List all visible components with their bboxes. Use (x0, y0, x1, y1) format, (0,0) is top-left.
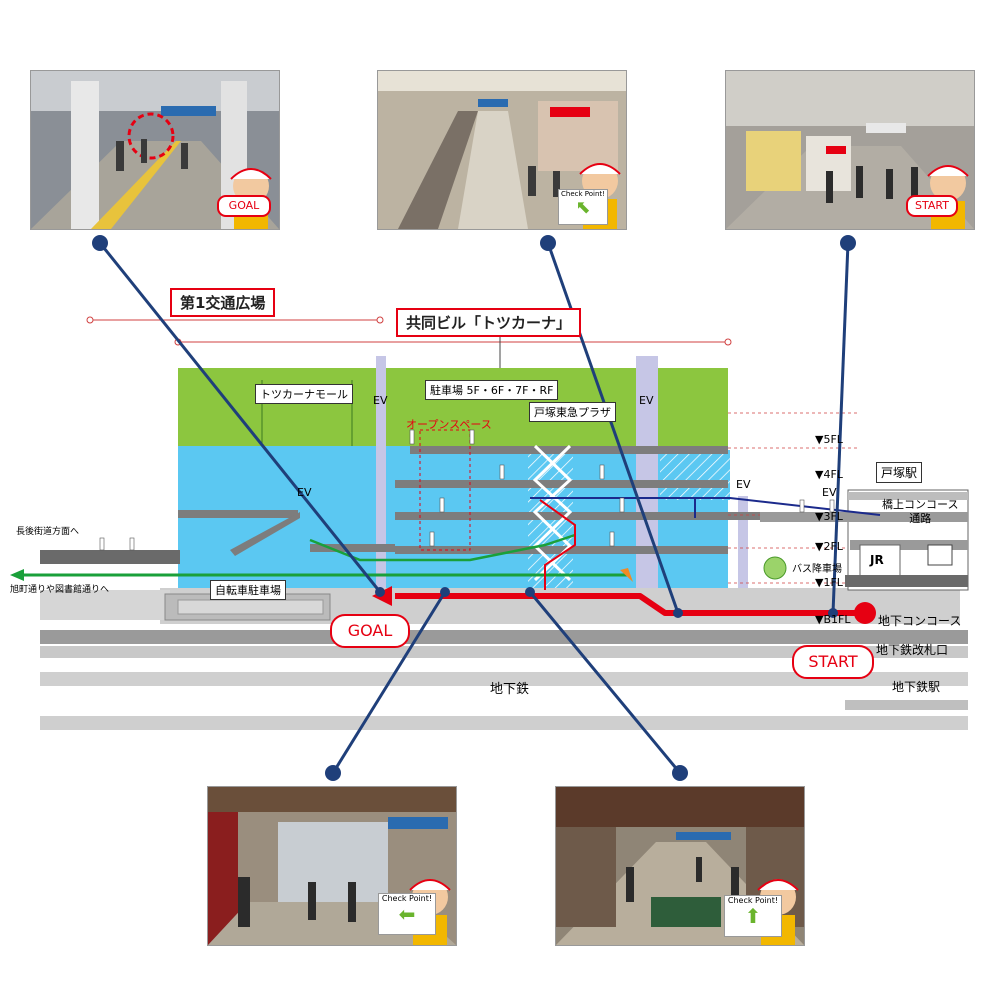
station-label: 戸塚駅 (876, 462, 923, 483)
parking-label: 駐車場 5F・6F・7F・RF (425, 380, 559, 400)
bicycle-label: 自転車駐車場 (210, 580, 286, 600)
checkpoint-badge-top: Check Point! ⬉ (558, 189, 608, 225)
start-badge: START (906, 195, 958, 217)
left-lower-label: 旭町通りや図書館通りへ (10, 585, 110, 595)
mall-label: トツカーナモール (255, 384, 353, 404)
floor-2fl: ▼2FL (815, 540, 843, 553)
arrow-up-left-icon: ⬉ (575, 197, 591, 218)
floor-1fl: ▼1FL (815, 576, 843, 589)
photo-connector-lines (98, 242, 850, 774)
photo-start-gate: START (725, 70, 975, 230)
goal-badge: GOAL (217, 195, 271, 217)
plaza-store-label: 戸塚東急プラザ (529, 402, 616, 422)
ev-shaft-1 (376, 356, 386, 596)
floor-b1fl: ▼B1FL (815, 613, 851, 626)
plaza-label: 第1交通広場 (170, 288, 276, 317)
open-space-outline (419, 429, 471, 551)
open-space-label: オープンスペース (406, 418, 492, 431)
b1-concourse-slab (40, 630, 968, 644)
ev-label-5: EV (822, 486, 837, 499)
start-label: START (792, 645, 874, 679)
subway-station-label: 地下鉄駅 (892, 680, 941, 694)
bus-label: バス降車場 (792, 564, 842, 575)
goal-label: GOAL (330, 614, 410, 648)
checkpoint-badge-bottom-left: Check Point! ⬅ (378, 893, 436, 935)
arrow-left-icon: ⬅ (398, 902, 416, 926)
ev-label-1: EV (373, 394, 388, 407)
floor-3fl: ▼3FL (815, 510, 843, 523)
ev-shaft-3 (738, 496, 748, 596)
floor-5fl: ▼5FL (815, 433, 843, 446)
ev-shaft-2 (636, 356, 658, 596)
left-upper-road (40, 550, 180, 564)
building-label: 共同ビル「トツカーナ」 (396, 308, 582, 337)
photo-escalator-checkpoint: Check Point! ⬉ (377, 70, 627, 230)
bridge-concourse-label: 橋上コンコース 通路 (882, 498, 959, 525)
photo-underground-mall-checkpoint: Check Point! ⬆ (555, 786, 805, 946)
floor-slabs (178, 446, 845, 554)
checkpoint-badge-bottom-right: Check Point! ⬆ (724, 895, 782, 937)
photo-b1-entrance-checkpoint: Check Point! ⬅ (207, 786, 457, 946)
subway-label: 地下鉄 (490, 682, 530, 697)
jr-label: JR (870, 553, 884, 567)
ev-label-3: EV (297, 486, 312, 499)
central-staircase (532, 444, 573, 582)
red-main-route (395, 593, 862, 616)
hatch-ev-right (660, 450, 730, 500)
ev-label-2: EV (639, 394, 654, 407)
underground-concourse-label: 地下コンコース (878, 614, 962, 628)
floor-4fl: ▼4FL (815, 468, 843, 481)
arrow-up-icon: ⬆ (744, 904, 762, 928)
start-dot (854, 602, 876, 624)
bus-stop-icon (763, 556, 787, 580)
left-upper-label: 長後街道方面へ (16, 527, 80, 537)
left-ground (40, 590, 170, 620)
subway-gate-label: 地下鉄改札口 (876, 643, 949, 657)
photo-goal-concourse: GOAL (30, 70, 280, 230)
ev-label-4: EV (736, 478, 751, 491)
